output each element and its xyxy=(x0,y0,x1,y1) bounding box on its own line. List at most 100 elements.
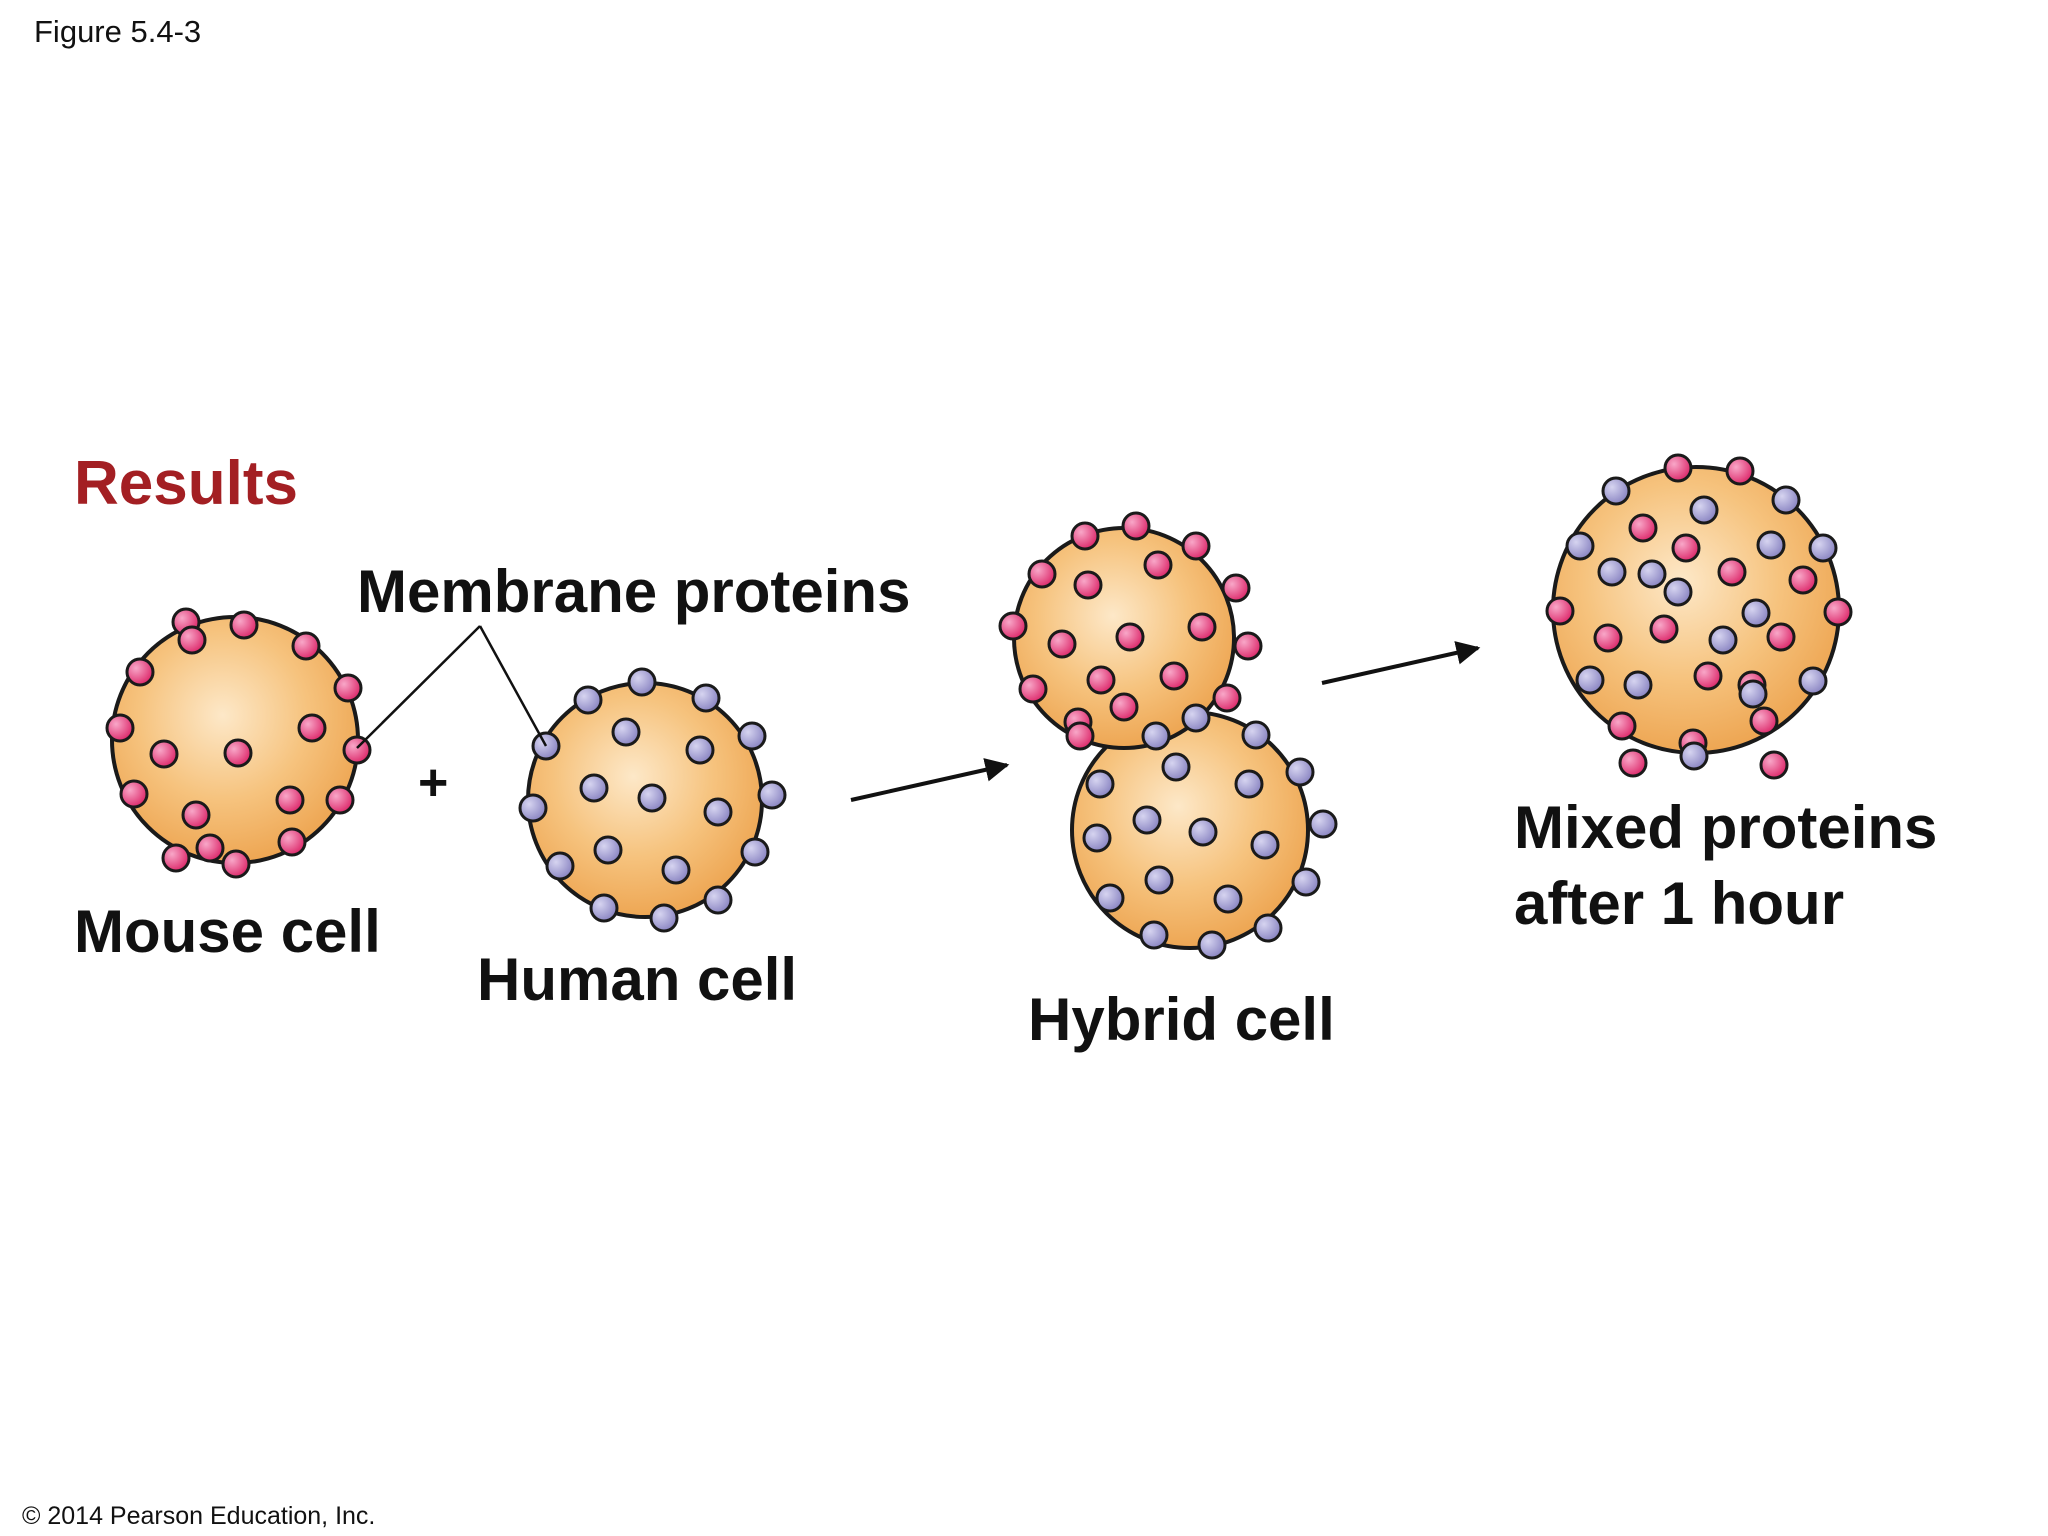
mouse-protein xyxy=(1086,665,1116,695)
mouse-cell-label: Mouse cell xyxy=(74,898,381,965)
mouse-protein xyxy=(161,843,191,873)
human-protein xyxy=(1708,625,1738,655)
human-protein xyxy=(1308,809,1338,839)
human-protein xyxy=(1741,598,1771,628)
mouse-protein xyxy=(229,610,259,640)
plus-sign: + xyxy=(418,754,448,812)
human-protein xyxy=(1253,913,1283,943)
human-protein xyxy=(703,885,733,915)
human-protein xyxy=(1095,883,1125,913)
human-protein xyxy=(1575,665,1605,695)
mouse-protein xyxy=(1047,629,1077,659)
membrane-proteins-label: Membrane proteins xyxy=(357,558,910,625)
mouse-protein xyxy=(1607,711,1637,741)
mouse-protein xyxy=(221,849,251,879)
mouse-protein xyxy=(119,779,149,809)
mouse-protein xyxy=(1233,631,1263,661)
mouse-protein xyxy=(1593,623,1623,653)
mouse-protein xyxy=(1671,533,1701,563)
human-protein xyxy=(1285,757,1315,787)
mouse-protein xyxy=(1159,661,1189,691)
arrow-icon xyxy=(850,758,1010,802)
mouse-protein xyxy=(1693,661,1723,691)
human-protein xyxy=(1197,930,1227,960)
human-protein xyxy=(593,835,623,865)
hybrid-cell-label: Hybrid cell xyxy=(1028,986,1335,1053)
human-protein xyxy=(589,893,619,923)
mouse-protein xyxy=(1181,531,1211,561)
human-protein xyxy=(1144,865,1174,895)
mouse-protein xyxy=(1717,557,1747,587)
human-protein xyxy=(757,780,787,810)
human-protein xyxy=(1161,752,1191,782)
mixed-cell xyxy=(1545,453,1853,780)
results-title: Results xyxy=(74,449,298,518)
mouse-protein xyxy=(1759,750,1789,780)
human-protein xyxy=(737,721,767,751)
membrane-protein-leader-lines xyxy=(356,625,548,749)
human-protein xyxy=(1181,703,1211,733)
human-protein xyxy=(1565,531,1595,561)
arrow-icon xyxy=(1321,641,1481,685)
mouse-protein xyxy=(195,833,225,863)
mouse-protein xyxy=(1115,622,1145,652)
mouse-protein xyxy=(1212,683,1242,713)
mouse-proteins xyxy=(105,607,372,879)
mouse-protein xyxy=(1628,513,1658,543)
mouse-protein xyxy=(297,713,327,743)
human-protein xyxy=(1623,670,1653,700)
mouse-protein xyxy=(1766,622,1796,652)
mouse-protein xyxy=(1221,573,1251,603)
human-protein xyxy=(1291,867,1321,897)
mixed-proteins xyxy=(1545,453,1853,780)
human-protein xyxy=(627,667,657,697)
mouse-protein xyxy=(1109,692,1139,722)
mouse-protein xyxy=(1749,706,1779,736)
human-protein xyxy=(1771,485,1801,515)
human-protein xyxy=(740,837,770,867)
human-protein xyxy=(1601,476,1631,506)
human-protein xyxy=(703,797,733,827)
human-protein xyxy=(1241,720,1271,750)
human-protein xyxy=(1679,741,1709,771)
mouse-protein xyxy=(177,625,207,655)
mouse-protein xyxy=(1027,559,1057,589)
mouse-protein xyxy=(1788,565,1818,595)
human-protein xyxy=(1738,679,1768,709)
mouse-protein xyxy=(149,739,179,769)
human-protein xyxy=(661,855,691,885)
mouse-protein xyxy=(1725,456,1755,486)
mouse-protein xyxy=(1545,596,1575,626)
human-protein xyxy=(1139,920,1169,950)
human-protein xyxy=(649,903,679,933)
human-protein xyxy=(1132,805,1162,835)
mouse-protein xyxy=(1073,570,1103,600)
human-protein xyxy=(1663,577,1693,607)
human-protein xyxy=(1597,557,1627,587)
human-protein xyxy=(611,717,641,747)
mouse-protein xyxy=(1823,597,1853,627)
mouse-protein xyxy=(1649,614,1679,644)
mouse-protein xyxy=(342,735,372,765)
human-protein xyxy=(1689,495,1719,525)
copyright-notice: © 2014 Pearson Education, Inc. xyxy=(22,1502,376,1530)
human-protein xyxy=(573,685,603,715)
human-protein xyxy=(1637,559,1667,589)
mouse-protein xyxy=(1187,612,1217,642)
human-protein xyxy=(1188,817,1218,847)
human-protein xyxy=(637,783,667,813)
mouse-protein xyxy=(1663,453,1693,483)
mouse-protein xyxy=(1018,674,1048,704)
mouse-protein xyxy=(223,738,253,768)
mouse-protein xyxy=(1121,511,1151,541)
mixed-proteins-label-line2: after 1 hour xyxy=(1514,870,1844,937)
hybrid-proteins xyxy=(998,511,1338,960)
human-protein xyxy=(1085,769,1115,799)
human-protein xyxy=(545,851,575,881)
figure-label: Figure 5.4-3 xyxy=(34,14,202,49)
human-cell-label: Human cell xyxy=(477,946,797,1013)
mouse-cell xyxy=(105,607,372,879)
human-protein xyxy=(1808,533,1838,563)
mouse-protein xyxy=(275,785,305,815)
